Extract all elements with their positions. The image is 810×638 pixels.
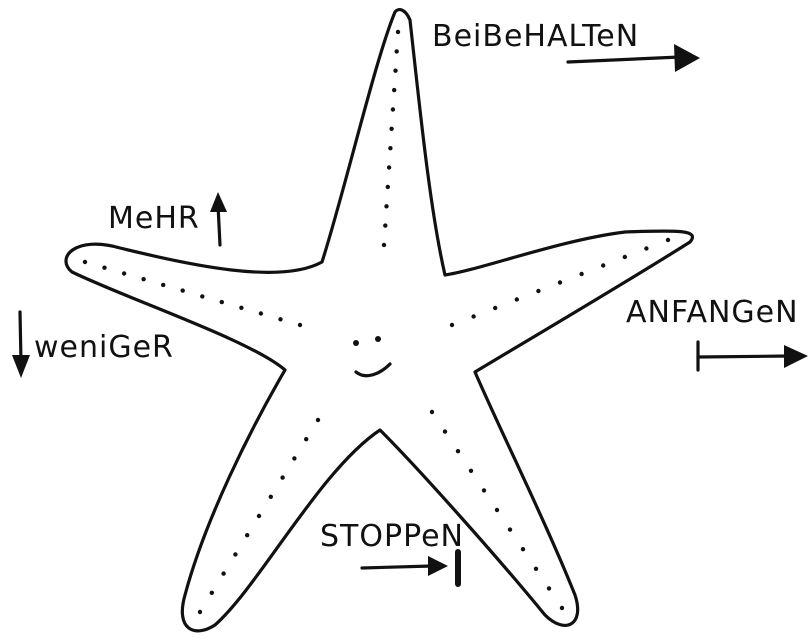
starfish-dot [392,88,396,92]
starfish-dot [534,567,538,571]
starfish-dot [161,283,165,287]
stoppen-stop-arrow-icon [362,552,458,584]
starfish-dot [316,418,320,422]
starfish-dot [391,107,395,111]
starfish-dot [469,469,473,473]
starfish-dot [450,323,454,327]
starfish-smile [356,364,390,376]
starfish-dot [259,311,263,315]
starfish-dot [493,306,497,310]
starfish-dot [102,266,106,270]
starfish-dot [245,533,249,537]
label-beibehalten: BeiBeHALTeN [432,19,639,54]
starfish-dot [122,271,126,275]
starfish-dot [601,263,605,267]
starfish-dot [393,69,397,73]
starfish-dot [579,272,583,276]
starfish-dot [382,243,386,247]
mehr-up-arrow-icon [210,192,227,245]
starfish-dot [239,306,243,310]
starfish-dot [560,606,564,610]
starfish-left-eye [353,340,359,346]
starfish-dot [278,317,282,321]
starfish-dot [280,475,284,479]
anfangen-start-arrow-icon [698,342,808,370]
starfish-dot [269,495,273,499]
starfish-dot [456,449,460,453]
starfish-dot [521,547,525,551]
label-stoppen: STOPPeN [320,519,464,554]
starfish-dot [233,552,237,556]
starfish-dot [198,610,202,614]
starfish-dot [210,591,214,595]
starfish-dot [292,456,296,460]
starfish-dot [430,410,434,414]
starfish-dot [623,255,627,259]
label-anfangen: ANFANGeN [626,295,799,330]
starfish-dot [515,297,519,301]
starfish-dot [482,488,486,492]
starfish-dot [558,280,562,284]
starfish-dot [141,277,145,281]
starfish-dot [389,127,393,131]
label-weniger: weniGeR [34,330,174,365]
starfish-dot [395,49,399,53]
starfish-dot [383,223,387,227]
weniger-down-arrow-icon [12,312,30,378]
label-mehr: MeHR [108,201,200,236]
starfish-dot [200,294,204,298]
starfish-dot [221,571,225,575]
starfish-dot [386,185,390,189]
starfish-dot [83,260,87,264]
starfish-dot [181,288,185,292]
starfish-dot [443,429,447,433]
starfish-dot [304,437,308,441]
starfish-dot [257,514,261,518]
starfish-dot [536,289,540,293]
starfish-right-eye [375,336,381,342]
starfish-dot [387,165,391,169]
starfish-dot [644,246,648,250]
starfish-dot [547,586,551,590]
starfish-dot [471,314,475,318]
starfish-dot [384,204,388,208]
starfish-dot [508,527,512,531]
starfish-dot [396,30,400,34]
starfish-dot [388,146,392,150]
starfish-dot [666,238,670,242]
starfish-dot [298,323,302,327]
starfish-dot [495,508,499,512]
starfish-dot [220,300,224,304]
